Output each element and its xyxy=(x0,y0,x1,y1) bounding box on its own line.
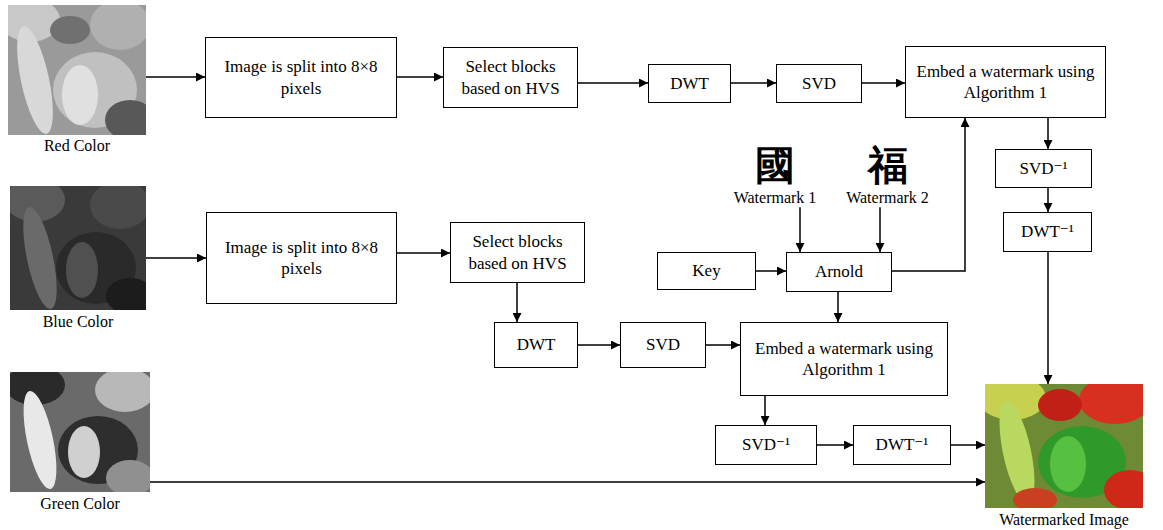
channel-image: Green Color xyxy=(10,372,150,513)
flow-arrow xyxy=(1047,118,1049,149)
flow-arrow xyxy=(146,76,205,78)
flow-arrow xyxy=(397,252,450,254)
process-box: DWT⁻¹ xyxy=(1003,212,1092,252)
watermark-image: 國 Watermark 1 xyxy=(725,146,825,207)
image-caption: Green Color xyxy=(10,494,150,513)
process-box: SVD xyxy=(776,64,862,103)
watermark-image: 福 Watermark 2 xyxy=(835,146,940,207)
flow-arrow xyxy=(764,396,766,425)
process-box: SVD xyxy=(620,322,706,368)
watermarked-picture xyxy=(985,384,1143,508)
process-box: DWT xyxy=(648,64,731,103)
box-label: Select blocks based on HVS xyxy=(459,231,576,274)
image-caption: Red Color xyxy=(8,136,146,155)
watermark-glyph: 福 xyxy=(868,146,908,186)
process-box: Image is split into 8×8 pixels xyxy=(206,212,397,304)
watermark-label: Watermark 2 xyxy=(846,188,929,207)
flow-arrow xyxy=(756,270,786,272)
flow-arrow xyxy=(1047,188,1049,212)
input-box: Key xyxy=(657,252,756,290)
box-label: Embed a watermark using Algorithm 1 xyxy=(914,61,1097,104)
process-box: SVD⁻¹ xyxy=(995,149,1092,188)
flow-arrow xyxy=(578,344,620,346)
process-box: SVD⁻¹ xyxy=(715,425,817,465)
flow-arrow xyxy=(731,82,776,84)
process-box: DWT xyxy=(494,322,578,368)
box-label: Image is split into 8×8 pixels xyxy=(215,237,388,280)
flow-arrow xyxy=(146,257,206,259)
flow-arrow xyxy=(817,444,853,446)
flow-arrow xyxy=(837,292,839,322)
channel-image: Blue Color xyxy=(10,186,146,331)
flow-arrow xyxy=(862,82,905,84)
green-channel-picture xyxy=(10,372,150,492)
box-label: Arnold xyxy=(815,261,863,282)
box-label: DWT xyxy=(517,334,556,355)
box-label: SVD⁻¹ xyxy=(742,434,790,455)
image-caption: Watermarked Image xyxy=(985,510,1143,529)
process-box: DWT⁻¹ xyxy=(853,425,951,465)
box-label: SVD xyxy=(802,73,836,94)
process-box: Select blocks based on HVS xyxy=(443,47,578,108)
flow-arrow xyxy=(879,207,881,252)
box-label: Key xyxy=(692,260,720,281)
flow-arrow xyxy=(578,82,648,84)
watermark-glyph: 國 xyxy=(755,146,795,186)
box-label: Image is split into 8×8 pixels xyxy=(214,56,388,99)
flow-arrow xyxy=(397,76,443,78)
box-label: DWT⁻¹ xyxy=(1021,221,1074,242)
flow-arrow xyxy=(150,481,985,483)
image-caption: Blue Color xyxy=(10,312,146,331)
box-label: DWT⁻¹ xyxy=(876,434,929,455)
box-label: DWT xyxy=(670,73,709,94)
channel-image: Red Color xyxy=(8,5,146,155)
flow-arrow xyxy=(799,207,801,252)
box-label: Select blocks based on HVS xyxy=(452,56,569,99)
flow-arrow xyxy=(1047,252,1049,384)
blue-channel-picture xyxy=(10,186,146,310)
watermark-label: Watermark 1 xyxy=(734,188,817,207)
process-box: Select blocks based on HVS xyxy=(450,222,585,283)
flow-arrow xyxy=(951,444,985,446)
flow-arrow xyxy=(516,283,518,322)
process-box: Arnold xyxy=(786,252,892,292)
box-label: SVD xyxy=(646,334,680,355)
process-box: Embed a watermark using Algorithm 1 xyxy=(740,322,948,396)
output-image: Watermarked Image xyxy=(985,384,1143,529)
red-channel-picture xyxy=(8,5,146,135)
process-box: Embed a watermark using Algorithm 1 xyxy=(905,46,1106,118)
flow-arrow xyxy=(706,344,740,346)
box-label: SVD⁻¹ xyxy=(1019,158,1067,179)
box-label: Embed a watermark using Algorithm 1 xyxy=(749,338,939,381)
process-box: Image is split into 8×8 pixels xyxy=(205,37,397,118)
